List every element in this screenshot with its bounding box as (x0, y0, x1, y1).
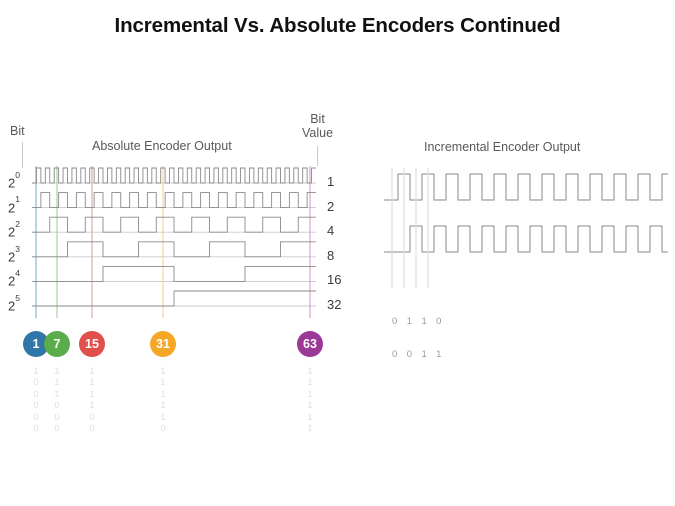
bit-row-exponent: 0 (15, 169, 20, 180)
bit-value-annotation-leader-line (317, 146, 318, 166)
bit-row-base: 2 (8, 199, 16, 215)
bit-value-8: 8 (327, 247, 335, 263)
absolute-encoder-caption: Absolute Encoder Output (92, 139, 232, 153)
bit-annotation-leader-line (22, 142, 23, 168)
incremental-encoder-waveform-plot (384, 168, 668, 288)
bit-annotation-label: Bit (10, 124, 25, 138)
bit-row-label-2e1: 21 (8, 194, 20, 215)
binary-column-31: 1 1 1 1 1 0 (160, 366, 166, 435)
binary-column-7: 1 1 1 0 0 0 (54, 366, 60, 435)
bit-value-2: 2 (327, 198, 335, 214)
bit-row-base: 2 (8, 298, 16, 314)
bit-value-annotation-label: Bit Value (302, 112, 333, 140)
bit-row-label-2e3: 23 (8, 244, 20, 265)
bit-value-1: 1 (327, 174, 335, 189)
count-marker-1[interactable]: 1 (23, 331, 49, 357)
bit-row-label-2e0: 20 (8, 170, 20, 191)
absolute-encoder-waveform-plot (32, 166, 316, 318)
bit-row-base: 2 (8, 224, 16, 240)
incremental-encoder-svg (384, 168, 668, 288)
count-marker-7[interactable]: 7 (44, 331, 70, 357)
bit-row-label-2e5: 25 (8, 293, 20, 314)
bit-row-base: 2 (8, 175, 16, 191)
bit-row-exponent: 4 (15, 268, 20, 279)
bit-row-exponent: 2 (15, 218, 20, 229)
bit-value-annotation-line2: Value (302, 126, 334, 140)
count-marker-15[interactable]: 15 (79, 331, 105, 357)
absolute-encoder-svg (32, 166, 316, 318)
bit-row-exponent: 5 (15, 292, 20, 303)
bit-row-base: 2 (8, 249, 16, 265)
count-marker-63[interactable]: 63 (297, 331, 323, 357)
channel-a-states: 0 1 1 0 (392, 316, 445, 327)
bit-value-32: 32 (327, 297, 342, 312)
binary-column-63: 1 1 1 1 1 1 (307, 366, 313, 435)
incremental-encoder-state-table: 0 1 1 0 0 0 1 1 (392, 294, 445, 382)
bit-row-exponent: 1 (15, 194, 20, 205)
binary-column-15: 1 1 1 1 0 0 (89, 366, 95, 435)
channel-b-states: 0 0 1 1 (392, 349, 445, 360)
incremental-encoder-caption: Incremental Encoder Output (424, 140, 581, 154)
bit-row-exponent: 3 (15, 243, 20, 254)
bit-value-annotation-line1: Bit (310, 112, 325, 126)
bit-row-base: 2 (8, 273, 16, 289)
bit-value-16: 16 (327, 272, 342, 288)
bit-row-label-2e4: 24 (8, 268, 20, 289)
count-marker-31[interactable]: 31 (150, 331, 176, 357)
bit-row-label-2e2: 22 (8, 219, 20, 240)
binary-column-1: 1 0 0 0 0 0 (33, 366, 39, 435)
bit-value-4: 4 (327, 223, 335, 239)
page-title: Incremental Vs. Absolute Encoders Contin… (114, 14, 561, 37)
